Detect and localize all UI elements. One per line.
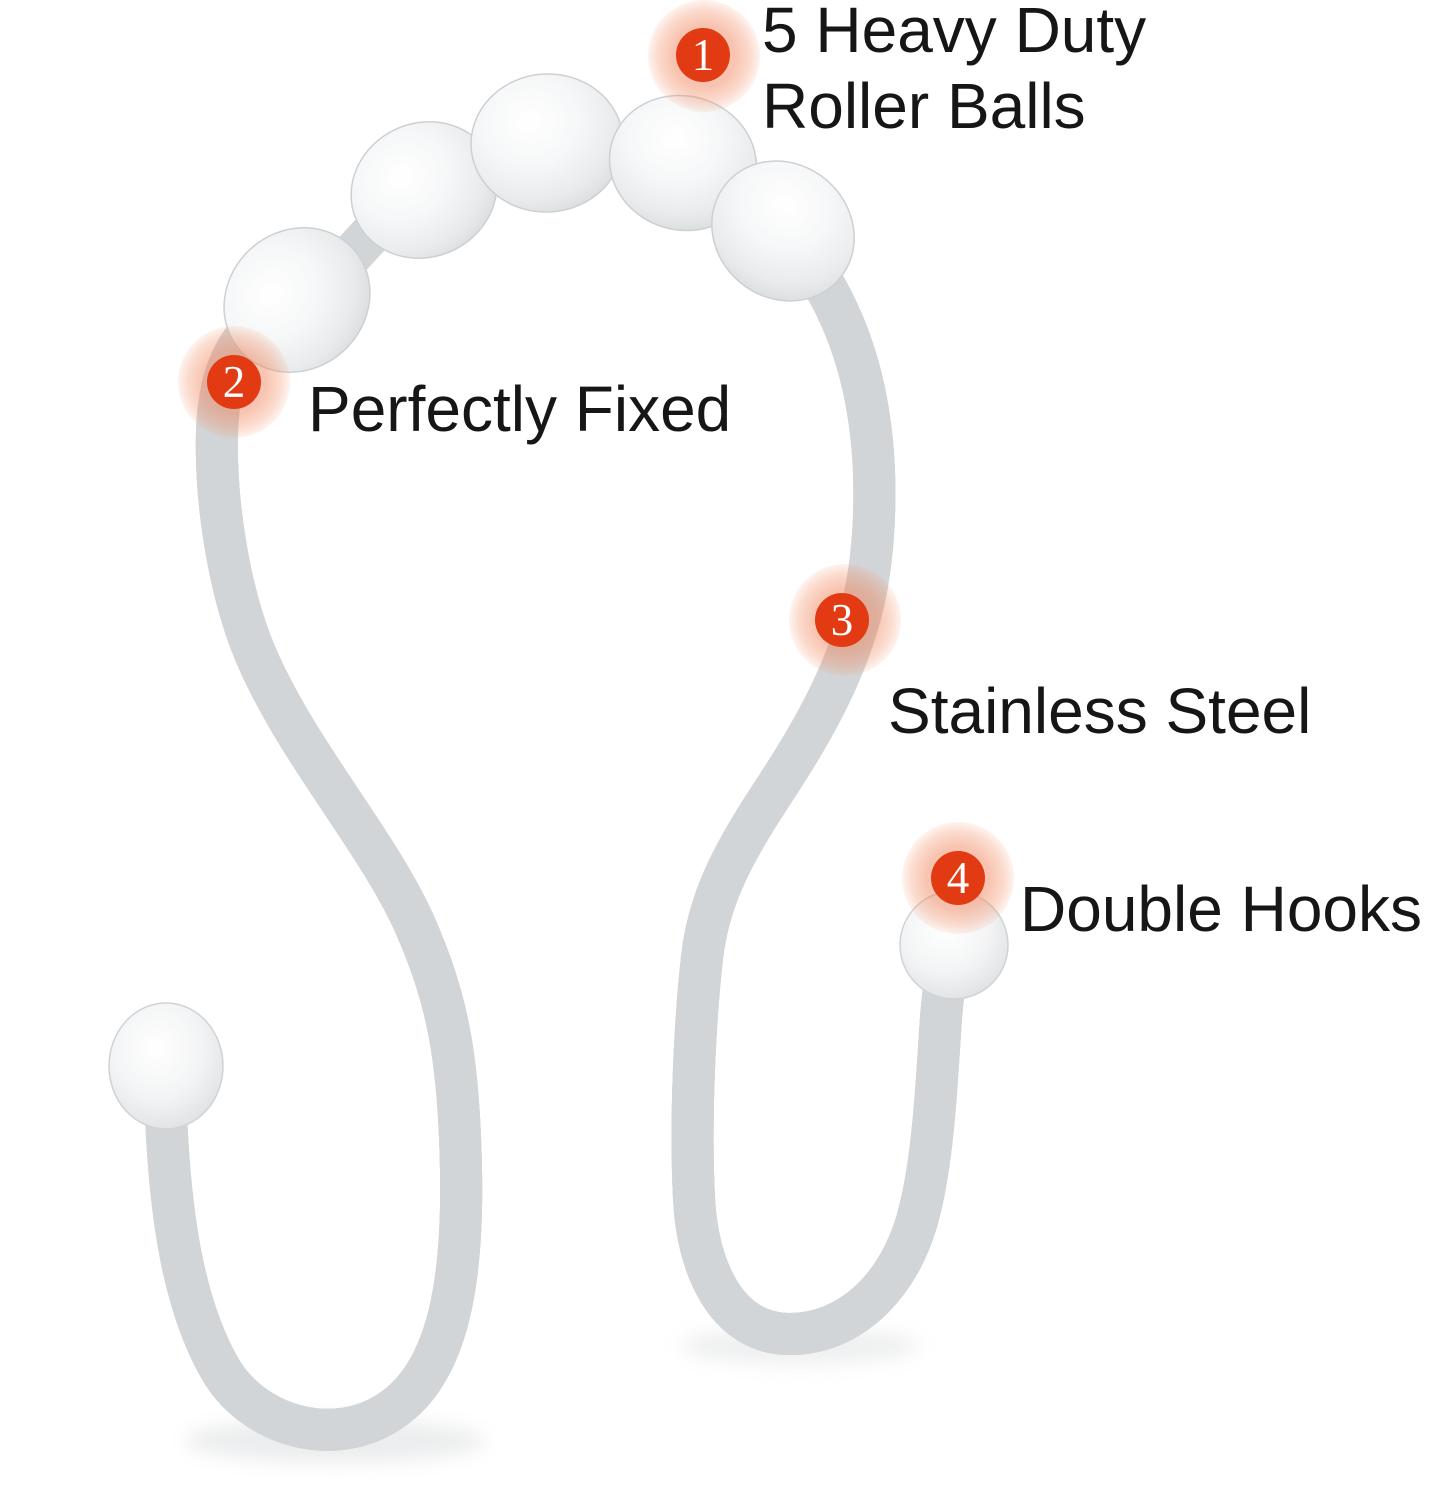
callout-4-line-1: Double Hooks <box>1020 873 1422 945</box>
callout-1-number: 1 <box>691 29 715 80</box>
callout-3-number-badge: 3 <box>815 593 869 647</box>
callout-2-number: 2 <box>222 356 246 407</box>
callout-2-line-1: Perfectly Fixed <box>308 373 732 445</box>
roller-ball <box>711 160 855 302</box>
callout-2-label: Perfectly Fixed <box>308 371 731 447</box>
callout-1-number-badge: 1 <box>676 28 730 82</box>
roller-balls <box>223 73 855 373</box>
callout-1-line-2: Roller Balls <box>762 70 1086 142</box>
callout-1-line-1: 5 Heavy Duty <box>762 0 1147 66</box>
callout-4-number: 4 <box>946 852 970 903</box>
hook-ball-end-left <box>108 1002 224 1130</box>
hook-ball-end-right <box>899 890 1009 1000</box>
roller-ball <box>223 227 371 373</box>
callout-3-label: Stainless Steel <box>888 673 1311 749</box>
callout-4-label: Double Hooks <box>1020 871 1422 947</box>
callout-3-number: 3 <box>830 594 854 645</box>
callout-2-number-badge: 2 <box>207 355 261 409</box>
callout-3-line-1: Stainless Steel <box>888 675 1312 747</box>
callout-4-number-badge: 4 <box>931 851 985 905</box>
callout-1-label: 5 Heavy Duty Roller Balls <box>762 0 1146 144</box>
